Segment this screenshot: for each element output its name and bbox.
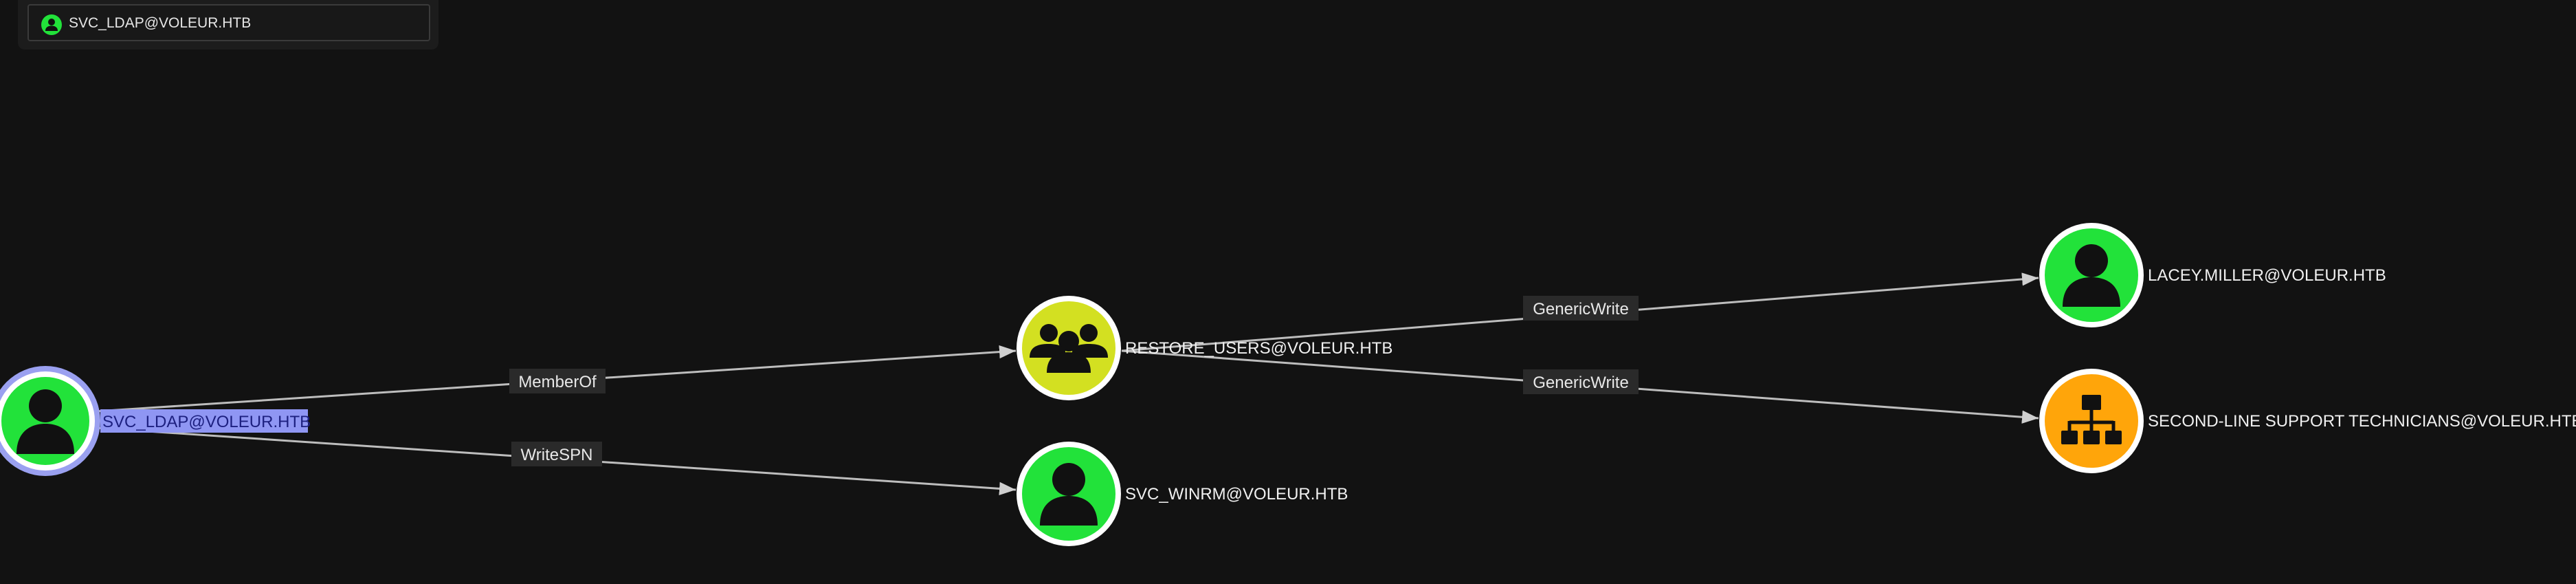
edge-label-genericwrite-second-text: GenericWrite xyxy=(1533,374,1629,392)
user-icon xyxy=(2063,244,2120,307)
node-label-svc-winrm: SVC_WINRM@VOLEUR.HTB xyxy=(1125,485,1348,504)
node-restore-users[interactable]: RESTORE_USERS@VOLEUR.HTB xyxy=(1017,296,1392,400)
edge-label-writespn[interactable]: WriteSPN xyxy=(511,442,602,466)
org-chart-icon xyxy=(2061,395,2122,444)
node-second-line[interactable]: SECOND-LINE SUPPORT TECHNICIANS@VOLEUR.H… xyxy=(2039,369,2576,473)
user-icon xyxy=(16,389,74,454)
edge-label-writespn-text: WriteSPN xyxy=(521,446,593,464)
group-icon xyxy=(1030,324,1108,373)
node-svc-ldap[interactable]: SVC_LDAP@VOLEUR.HTB xyxy=(0,366,311,476)
node-lacey-miller[interactable]: LACEY.MILLER@VOLEUR.HTB xyxy=(2039,223,2386,327)
user-circle-icon xyxy=(41,14,62,35)
edge-label-memberof-text: MemberOf xyxy=(518,373,597,391)
search-panel: SVC_LDAP@VOLEUR.HTB xyxy=(18,0,438,50)
edge-label-genericwrite-lacey[interactable]: GenericWrite xyxy=(1523,296,1639,321)
node-label-second-line: SECOND-LINE SUPPORT TECHNICIANS@VOLEUR.H… xyxy=(2148,412,2576,431)
node-svc-winrm[interactable]: SVC_WINRM@VOLEUR.HTB xyxy=(1017,442,1348,546)
edge-label-genericwrite-lacey-text: GenericWrite xyxy=(1533,300,1629,318)
node-label-restore-users: RESTORE_USERS@VOLEUR.HTB xyxy=(1125,339,1392,358)
edge-label-memberof[interactable]: MemberOf xyxy=(509,369,606,393)
search-input[interactable]: SVC_LDAP@VOLEUR.HTB xyxy=(27,4,430,41)
node-label-svc-ldap: SVC_LDAP@VOLEUR.HTB xyxy=(102,413,311,431)
search-value: SVC_LDAP@VOLEUR.HTB xyxy=(69,15,252,31)
node-label-lacey-miller: LACEY.MILLER@VOLEUR.HTB xyxy=(2148,266,2386,285)
edge-label-genericwrite-second[interactable]: GenericWrite xyxy=(1523,369,1639,394)
user-icon xyxy=(1040,463,1098,526)
